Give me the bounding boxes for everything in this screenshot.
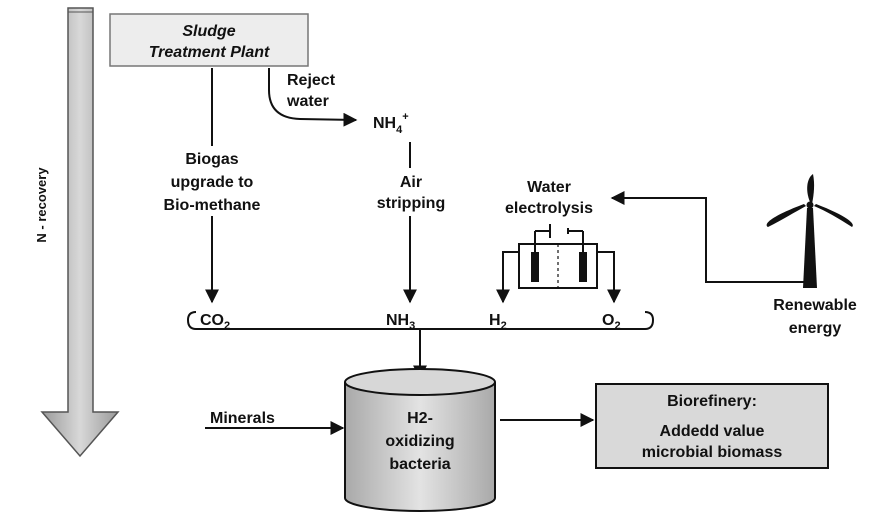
reactor-line1: H2-: [407, 410, 433, 427]
air-stripping-line2: stripping: [377, 195, 445, 212]
reject-water-line2: water: [286, 93, 329, 110]
electrolysis-line2: electrolysis: [505, 200, 593, 217]
reactor-line2: oxidizing: [385, 433, 454, 450]
biorefinery-line1: Addedd value: [660, 423, 765, 440]
electrolysis-line1: Water: [527, 179, 571, 196]
reactor-cylinder: H2- oxidizing bacteria: [344, 368, 496, 512]
biogas-line3: Bio-methane: [164, 197, 261, 214]
co2-label: CO2: [200, 312, 230, 332]
ammonium-label: NH4+: [373, 111, 409, 136]
reactor-line3: bacteria: [389, 456, 450, 473]
biorefinery-title: Biorefinery:: [667, 393, 757, 410]
plant-label-line1: Sludge: [182, 23, 235, 40]
n-recovery-arrow: N - recovery: [34, 7, 120, 458]
biogas-line2: upgrade to: [171, 174, 254, 191]
air-stripping-line1: Air: [400, 174, 422, 191]
biorefinery-box: Biorefinery: Addedd value microbial biom…: [595, 383, 829, 469]
reject-water-arrow: [268, 68, 358, 127]
reject-water-line1: Reject: [287, 72, 336, 89]
o2-output-arrow: [597, 251, 621, 304]
plant-label-line2: Treatment Plant: [149, 44, 270, 61]
n-recovery-label: N - recovery: [34, 167, 49, 243]
renewable-energy-arrow: [610, 191, 810, 283]
biorefinery-line2: microbial biomass: [642, 444, 783, 461]
sludge-treatment-plant-box: Sludge Treatment Plant: [109, 13, 309, 67]
wind-turbine-icon: [766, 174, 853, 288]
minerals-label: Minerals: [210, 410, 275, 427]
nh3-label: NH3: [386, 312, 415, 332]
h2-output-arrow: [496, 251, 519, 304]
h2-label: H2: [489, 312, 507, 332]
electrolysis-cell-icon: [518, 224, 598, 289]
renewable-line2: energy: [789, 320, 842, 337]
biogas-line1: Biogas: [185, 151, 238, 168]
renewable-line1: Renewable: [773, 297, 857, 314]
o2-label: O2: [602, 312, 621, 332]
